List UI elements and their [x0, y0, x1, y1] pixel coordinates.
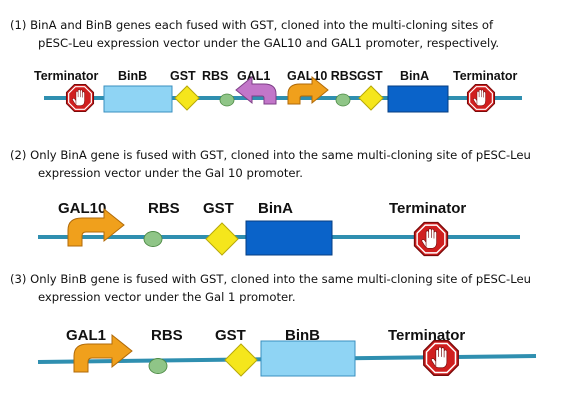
panel1-gst-right-diamond	[358, 85, 384, 111]
panel1-terminator-right-icon	[466, 83, 496, 113]
panel3-caption-line2: expression vector under the Gal 1 promot…	[38, 290, 296, 304]
panel1-terminator-left-icon	[65, 83, 95, 113]
panel3-rbs-label: RBS	[151, 327, 183, 344]
panel1-rbs-right-oval	[335, 93, 351, 107]
panel1-binb-box	[103, 85, 173, 113]
panel1-caption: (1) BinA and BinB genes each fused with …	[10, 16, 575, 52]
panel3-caption-line1: (3) Only BinB gene is fused with GST, cl…	[10, 272, 531, 286]
panel2-rbs-oval	[143, 231, 163, 247]
panel2-gal10-promoter-arrow	[67, 207, 125, 247]
panel1-gal1-promoter-arrow	[235, 75, 277, 105]
panel2-rbs-label: RBS	[148, 200, 180, 217]
panel3-terminator-icon	[423, 340, 459, 376]
panel3-gal1-label: GAL1	[66, 327, 106, 344]
panel1-gst-left-label: GST	[170, 69, 196, 83]
panel3-construct: GAL1 RBS GST BinB Terminator	[37, 327, 537, 377]
panel1-caption-line2: pESC-Leu expression vector under the GAL…	[38, 36, 500, 50]
panel1-bina-label: BinA	[400, 69, 429, 83]
panel1-terminator-left-label: Terminator	[34, 69, 98, 83]
panel3-gal1-promoter-arrow	[73, 333, 133, 373]
panel3-caption: (3) Only BinB gene is fused with GST, cl…	[10, 270, 575, 306]
panel1-rbs-left-label: RBS	[202, 69, 228, 83]
panel2-terminator-label: Terminator	[389, 200, 466, 217]
panel3-binb-label: BinB	[285, 327, 320, 344]
panel1-terminator-right-label: Terminator	[453, 69, 517, 83]
panel3-terminator-label: Terminator	[388, 327, 465, 344]
panel3-gst-label: GST	[215, 327, 246, 344]
panel1-bina-box	[387, 85, 449, 113]
panel2-gst-diamond	[205, 222, 239, 256]
panel3-binb-box	[260, 340, 356, 377]
panel1-gst-left-diamond	[174, 85, 200, 111]
panel1-binb-label: BinB	[118, 69, 147, 83]
panel2-bina-box	[245, 220, 333, 256]
panel1-gal1-label: GAL1	[237, 69, 270, 83]
panel2-gst-label: GST	[203, 200, 234, 217]
panel1-gst-right-label: GST	[357, 69, 383, 83]
panel2-caption: (2) Only BinA gene is fused with GST, cl…	[10, 146, 575, 182]
panel3-rbs-oval	[148, 358, 168, 374]
panel1-caption-line1: (1) BinA and BinB genes each fused with …	[10, 18, 494, 32]
panel2-terminator-icon	[413, 221, 449, 257]
panel2-construct: GAL10 RBS GST BinA Terminator	[38, 200, 520, 257]
panel3-gst-diamond	[224, 343, 258, 377]
panel1-gal10-rbs-label: GAL10 RBS	[287, 69, 357, 83]
panel1-rbs-left-oval	[219, 93, 235, 107]
panel2-gal10-label: GAL10	[58, 200, 106, 217]
panel2-bina-label: BinA	[258, 200, 293, 217]
panel2-caption-line1: (2) Only BinA gene is fused with GST, cl…	[10, 148, 531, 162]
panel1-gal10-promoter-arrow	[287, 75, 329, 105]
panel2-caption-line2: expression vector under the Gal 10 promo…	[38, 166, 303, 180]
panel1-construct: Terminator BinB GST RBS GAL1 GAL10 RBS G…	[34, 69, 522, 113]
